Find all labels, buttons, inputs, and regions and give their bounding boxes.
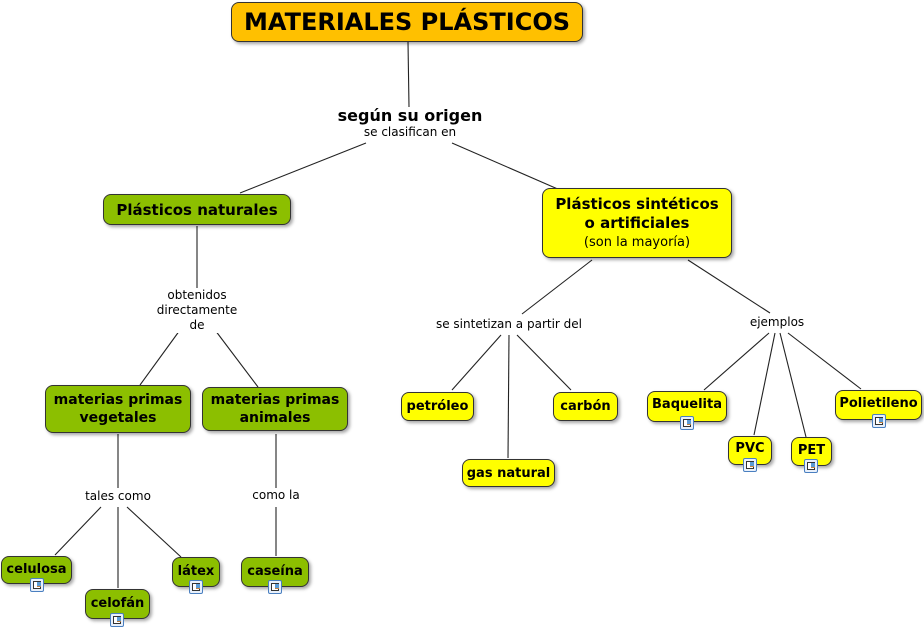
connector <box>214 329 259 388</box>
connector <box>451 142 561 191</box>
connector <box>451 334 502 391</box>
document-image-icon[interactable] <box>804 459 818 473</box>
root-title: MATERIALES PLÁSTICOS <box>243 8 570 36</box>
connector <box>54 506 102 556</box>
connector <box>521 259 593 315</box>
concept-label-line1: materias primas <box>210 392 340 408</box>
concept-gas-natural[interactable]: gas natural <box>462 459 555 487</box>
link-phrase-segun-su-origen: según su origen se clasifican en <box>320 107 500 139</box>
root-concept-materiales-plasticos[interactable]: MATERIALES PLÁSTICOS <box>231 2 583 42</box>
concept-note: (son la mayoría) <box>583 234 691 250</box>
concept-label-line1: Plásticos sintéticos <box>555 194 719 213</box>
concept-label: Baquelita <box>652 397 722 412</box>
link-main: según su origen <box>337 106 483 125</box>
connector <box>687 259 771 314</box>
link-phrase-tales-como: tales como <box>78 489 158 504</box>
concept-carbon[interactable]: carbón <box>553 392 618 421</box>
document-image-icon[interactable] <box>268 580 282 594</box>
concept-label: petróleo <box>406 399 469 414</box>
connector <box>703 332 770 391</box>
link-line: directamente <box>156 303 238 317</box>
concept-label-line2: vegetales <box>79 410 157 426</box>
document-image-icon[interactable] <box>680 416 694 430</box>
document-image-icon[interactable] <box>872 414 886 428</box>
concept-label-line1: materias primas <box>53 392 183 408</box>
link-line: obtenidos <box>167 288 227 302</box>
concept-label: látex <box>177 564 215 579</box>
connector <box>139 329 181 386</box>
connector <box>126 506 182 558</box>
link-text: como la <box>252 488 300 502</box>
connector <box>516 334 572 391</box>
concept-pvc[interactable]: PVC <box>728 436 772 465</box>
concept-pet[interactable]: PET <box>791 437 832 466</box>
concept-label: Polietileno <box>839 396 918 411</box>
document-image-icon[interactable] <box>189 580 203 594</box>
connector <box>779 332 807 438</box>
concept-label: PET <box>797 443 826 458</box>
connector <box>787 332 862 390</box>
concept-label: PVC <box>735 441 765 456</box>
concept-plasticos-naturales[interactable]: Plásticos naturales <box>103 194 291 225</box>
concept-label: caseína <box>247 564 303 579</box>
link-phrase-obtenidos-directamente-de: obtenidos directamente de <box>147 288 247 333</box>
concept-label: carbón <box>560 399 611 414</box>
concept-label: Plásticos naturales <box>116 200 278 219</box>
link-line: de <box>189 318 205 332</box>
connector <box>407 41 410 108</box>
connector <box>239 142 367 194</box>
document-image-icon[interactable] <box>743 458 757 472</box>
document-image-icon[interactable] <box>30 578 44 592</box>
concept-materias-primas-vegetales[interactable]: materias primas vegetales <box>45 385 191 433</box>
concept-label: gas natural <box>466 465 551 481</box>
link-phrase-ejemplos: ejemplos <box>746 315 808 330</box>
concept-materias-primas-animales[interactable]: materias primas animales <box>202 387 348 431</box>
connector <box>753 332 776 436</box>
concept-plasticos-sinteticos[interactable]: Plásticos sintéticos o artificiales (son… <box>542 188 732 258</box>
concept-label-line2: animales <box>239 410 311 426</box>
link-phrase-como-la: como la <box>244 488 308 503</box>
link-sub: se clasifican en <box>363 125 457 139</box>
document-image-icon[interactable] <box>110 613 124 627</box>
link-text: ejemplos <box>749 315 805 329</box>
concept-label: celulosa <box>6 562 67 577</box>
connector <box>507 334 510 459</box>
concept-petroleo[interactable]: petróleo <box>401 392 474 421</box>
link-phrase-se-sintetizan-a-partir-del: se sintetizan a partir del <box>433 317 585 332</box>
link-text: se sintetizan a partir del <box>435 317 583 331</box>
concept-label-line2: o artificiales <box>584 213 690 232</box>
link-text: tales como <box>85 489 151 503</box>
concept-label: celofán <box>90 596 145 611</box>
